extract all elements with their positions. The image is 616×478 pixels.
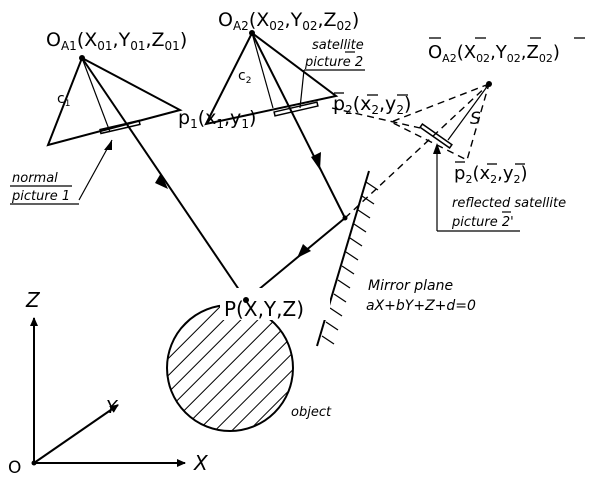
dashed-mirror-to-reflected (344, 83, 490, 219)
p2bar-label: p2(x2,y2) (333, 93, 411, 117)
camera2-image-plane (273, 101, 319, 117)
satellite-picture-line1: satellite (312, 38, 364, 53)
ray-p-to-camera1 (81, 57, 247, 301)
c1-label: c1 (57, 91, 70, 109)
p2r-label: p2(x2,y2) (454, 163, 528, 186)
c2-label: c2 (238, 68, 251, 86)
p1-label: p1(x1,y1) (178, 107, 256, 131)
dashed-p2-to-p2r (331, 107, 421, 129)
reflected-focal-line (447, 83, 490, 141)
ray1-arrow (155, 173, 168, 189)
camera2-node (249, 30, 255, 36)
satellite-leader (299, 69, 305, 109)
axis-x-label: X (193, 451, 209, 475)
point-P (243, 297, 249, 303)
reflected-picture-line2: picture 2' (451, 215, 514, 230)
ray-mirror-to-camera2 (251, 32, 346, 219)
satellite-picture-line2: picture 2 (304, 55, 363, 70)
camera1-image-plane (99, 119, 141, 135)
point-label-bg (220, 288, 330, 320)
p2r-overbars (455, 161, 525, 165)
reflected-picture-line1: reflected satellite (452, 196, 566, 211)
ray2-arrow (297, 244, 311, 258)
normal-picture-line1: normal (12, 171, 58, 186)
point-P-label: P(X,Y,Z) (224, 297, 304, 321)
ray3-arrow (311, 152, 321, 170)
camera1-triangle (46, 56, 183, 147)
ray-p-to-mirror (245, 217, 346, 301)
axis-z-label: Z (25, 288, 41, 312)
axis-o-label: O (8, 458, 21, 478)
object-sphere (166, 304, 294, 432)
axis-y-line (33, 404, 119, 464)
object-label: object (291, 405, 332, 420)
reflected-arrowhead (433, 143, 441, 154)
reflected-camera-label: OA2(X02,Y02,Z02) (428, 42, 560, 65)
camera2-focal-line (251, 32, 274, 109)
axis-y-label: Y (106, 397, 119, 418)
camera2-triangle (204, 31, 339, 126)
normal-callout-arrowhead (104, 140, 112, 150)
s-label: S (470, 109, 481, 129)
reflected-camera-triangle (389, 82, 491, 162)
camera2-label: OA2(X02,Y02,Z02) (218, 9, 359, 33)
camera1-label: OA1(X01,Y01,Z01) (46, 29, 187, 53)
mirror-plane-line2: aX+bY+Z+d=0 (366, 298, 476, 314)
camera1-node (79, 55, 85, 61)
camera1-focal-line (81, 57, 111, 133)
normal-picture-line2: picture 1 (11, 189, 70, 204)
reflected-image-plane (419, 122, 453, 150)
p2bar-overbars (334, 92, 408, 96)
reflected-node (486, 81, 492, 87)
origin-node (31, 460, 37, 466)
mirror-hatching (321, 181, 379, 345)
mirror-plane-line1: Mirror plane (368, 278, 453, 294)
mirror-hit-node (342, 215, 348, 221)
